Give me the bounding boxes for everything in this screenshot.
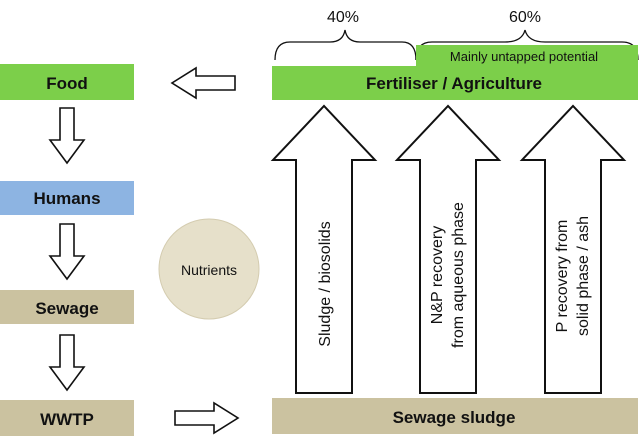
right-arrow-icon	[174, 401, 240, 435]
curly-brace-icon	[415, 29, 639, 61]
down-arrow-icon	[48, 334, 86, 392]
untapped-potential-tab	[416, 45, 638, 67]
wwtp-box	[0, 400, 134, 436]
sludge-biosolids-label: Sludge / biosolids	[317, 221, 334, 346]
down-arrow-icon	[48, 107, 86, 165]
np-recovery-label-line1: N&P recovery	[429, 226, 446, 324]
food-box	[0, 64, 134, 100]
left-arrow-icon	[170, 66, 236, 100]
percent-60-label: 60%	[509, 9, 541, 26]
up-arrow-icon	[394, 104, 502, 394]
p-recovery-label-line1: P recovery from	[554, 220, 571, 333]
nutrients-label: Nutrients	[181, 262, 237, 278]
percent-40-label: 40%	[327, 9, 359, 26]
p-recovery-label-line2: solid phase / ash	[575, 216, 592, 336]
curly-brace-icon	[274, 29, 417, 61]
untapped-potential-label: Mainly untapped potential	[450, 49, 598, 64]
fertiliser-agriculture-box	[272, 66, 638, 100]
humans-label: Humans	[33, 189, 100, 208]
humans-box	[0, 181, 134, 215]
sewage-sludge-box	[272, 398, 638, 434]
down-arrow-icon	[48, 223, 86, 281]
sewage-label: Sewage	[35, 299, 98, 318]
np-recovery-label-line2: from aqueous phase	[450, 202, 467, 348]
sewage-sludge-label: Sewage sludge	[393, 408, 516, 427]
sewage-box	[0, 290, 134, 324]
up-arrow-icon	[519, 104, 627, 394]
nutrients-circle	[158, 218, 260, 320]
food-label: Food	[46, 74, 88, 93]
up-arrow-icon	[270, 104, 378, 394]
fertiliser-agriculture-label: Fertiliser / Agriculture	[366, 74, 542, 93]
wwtp-label: WWTP	[40, 410, 94, 429]
